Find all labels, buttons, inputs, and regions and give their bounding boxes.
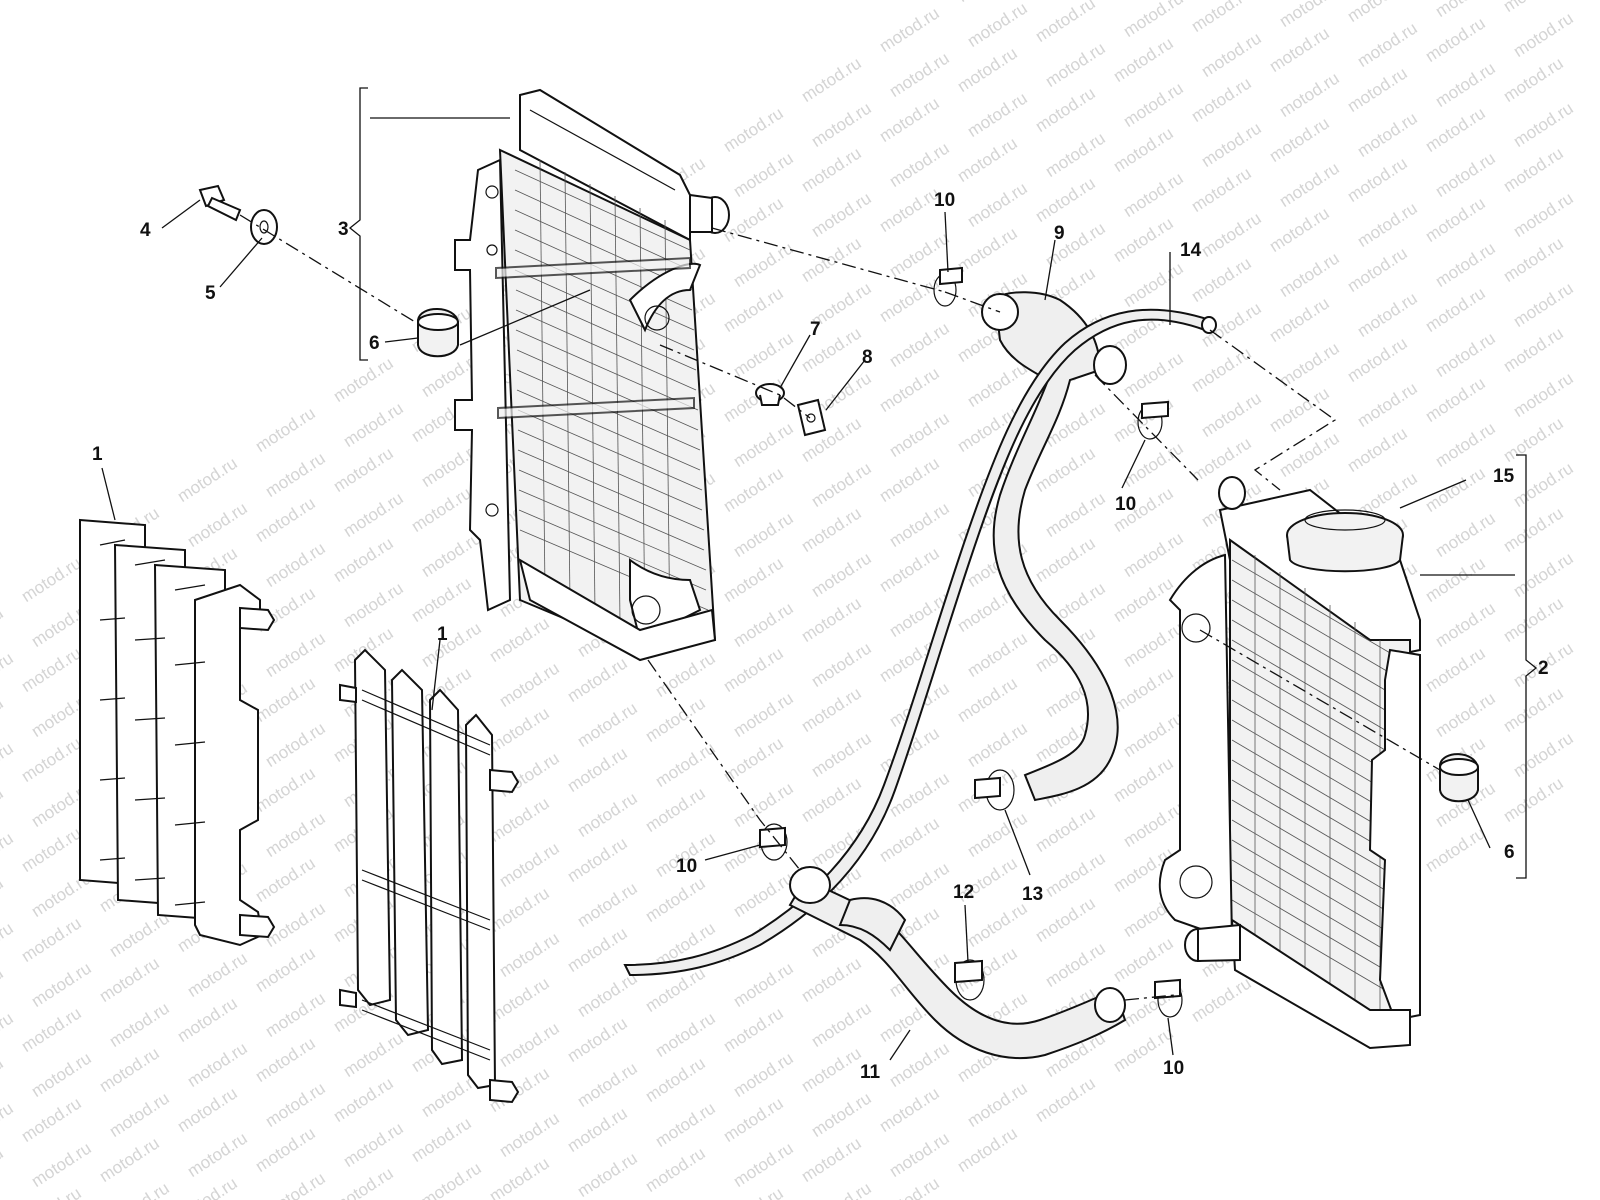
callout-6-left: 6 <box>369 333 380 354</box>
hose-clamp-top <box>933 266 963 307</box>
upper-coolant-hose <box>992 291 1119 802</box>
callout-15: 15 <box>1493 466 1515 487</box>
callout-3: 3 <box>338 219 349 240</box>
callout-10-left: 10 <box>676 856 697 877</box>
hose-clamp-13 <box>974 769 1015 811</box>
bolt <box>198 184 242 222</box>
callout-1-left: 1 <box>92 444 103 465</box>
callout-5: 5 <box>205 283 216 304</box>
left-radiator <box>454 88 730 662</box>
hose-clamp-mid <box>1137 400 1169 440</box>
callout-2: 2 <box>1538 658 1549 679</box>
bracket-3 <box>348 87 368 361</box>
rubber-grommet-left <box>417 308 459 358</box>
hose-clamp-12 <box>954 959 985 1001</box>
callout-1-center: 1 <box>437 624 448 645</box>
callout-10-mid: 10 <box>1115 494 1136 515</box>
callout-9: 9 <box>1054 223 1065 244</box>
callout-10-bottom: 10 <box>1163 1058 1184 1079</box>
rubber-grommet-right <box>1439 753 1479 803</box>
radiator-cap <box>1286 509 1404 573</box>
callout-11: 11 <box>860 1062 881 1083</box>
bracket-2 <box>1516 454 1538 879</box>
right-radiator <box>1158 476 1421 1050</box>
overflow-tube <box>623 308 1212 977</box>
left-radiator-louver <box>79 518 276 947</box>
callout-4: 4 <box>140 220 151 241</box>
center-radiator-louver <box>339 648 520 1104</box>
speed-nut-clip <box>796 398 827 437</box>
callout-7: 7 <box>810 319 821 340</box>
callout-13: 13 <box>1022 884 1043 905</box>
hose-clamp-bottom-right <box>1154 978 1183 1018</box>
callout-6-right: 6 <box>1504 842 1515 863</box>
hose-clamp-bottom-left <box>759 823 788 861</box>
washer <box>250 209 278 245</box>
callout-14: 14 <box>1180 240 1202 261</box>
callout-10-top: 10 <box>934 190 955 211</box>
callout-12: 12 <box>953 882 974 903</box>
callout-8: 8 <box>862 347 873 368</box>
